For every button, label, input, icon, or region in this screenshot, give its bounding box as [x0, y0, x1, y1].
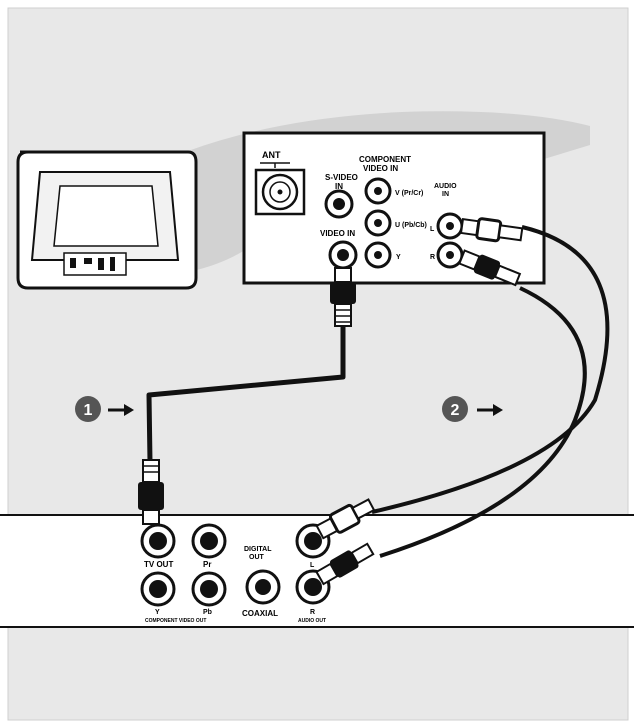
step-2-arrow-icon: [477, 404, 503, 416]
tv-out-label: TV OUT: [144, 560, 173, 569]
audio-in-label: AUDIO IN: [434, 183, 459, 198]
audio-cable: [315, 217, 610, 586]
pb-out-jack: [191, 571, 227, 607]
y-out-jack: [140, 571, 176, 607]
coaxial-label: COAXIAL: [242, 609, 278, 618]
y-out-label: Y: [155, 609, 160, 616]
audio-out-r-label: R: [310, 609, 315, 616]
svideo-jack: [324, 189, 354, 219]
antenna-jack: [254, 168, 306, 216]
component-pb-jack: [364, 209, 392, 237]
component-pr-label: V (Pr/Cr): [395, 190, 423, 197]
component-pr-jack: [364, 177, 392, 205]
video-in-jack: [328, 240, 358, 270]
coaxial-jack: [245, 569, 281, 605]
component-y-jack: [364, 241, 392, 269]
tv-connector-panel: ANT S-VIDEO IN VIDEO IN COMPONENT: [242, 131, 546, 285]
tv-out-jack: [140, 523, 176, 559]
step-2-number: 2: [451, 402, 460, 419]
audio-in-r-label: R: [430, 254, 435, 261]
pr-out-jack: [191, 523, 227, 559]
svideo-label: S-VIDEO IN: [325, 173, 360, 191]
step-1-number: 1: [84, 402, 93, 419]
step-1-arrow-icon: [108, 404, 134, 416]
pr-out-label: Pr: [203, 560, 211, 569]
audio-out-l-label: L: [310, 562, 315, 569]
television-rear: [16, 150, 198, 290]
video-in-label: VIDEO IN: [320, 229, 355, 238]
component-pb-label: U (Pb/Cb): [395, 222, 427, 229]
component-out-label: COMPONENT VIDEO OUT: [145, 618, 206, 624]
antenna-label: ANT: [262, 150, 281, 160]
pb-out-label: Pb: [203, 609, 212, 616]
audio-in-l-jack: [436, 212, 464, 240]
audio-in-l-label: L: [430, 226, 435, 233]
component-y-label: Y: [396, 254, 401, 261]
component-in-label: COMPONENT VIDEO IN: [359, 155, 413, 173]
digital-out-label: DIGITAL OUT: [244, 546, 273, 561]
video-cable: [138, 267, 356, 525]
audio-out-label: AUDIO OUT: [298, 618, 326, 624]
antenna-symbol-icon: [260, 162, 290, 168]
step-2-marker: 2: [442, 396, 468, 422]
step-1-marker: 1: [75, 396, 101, 422]
